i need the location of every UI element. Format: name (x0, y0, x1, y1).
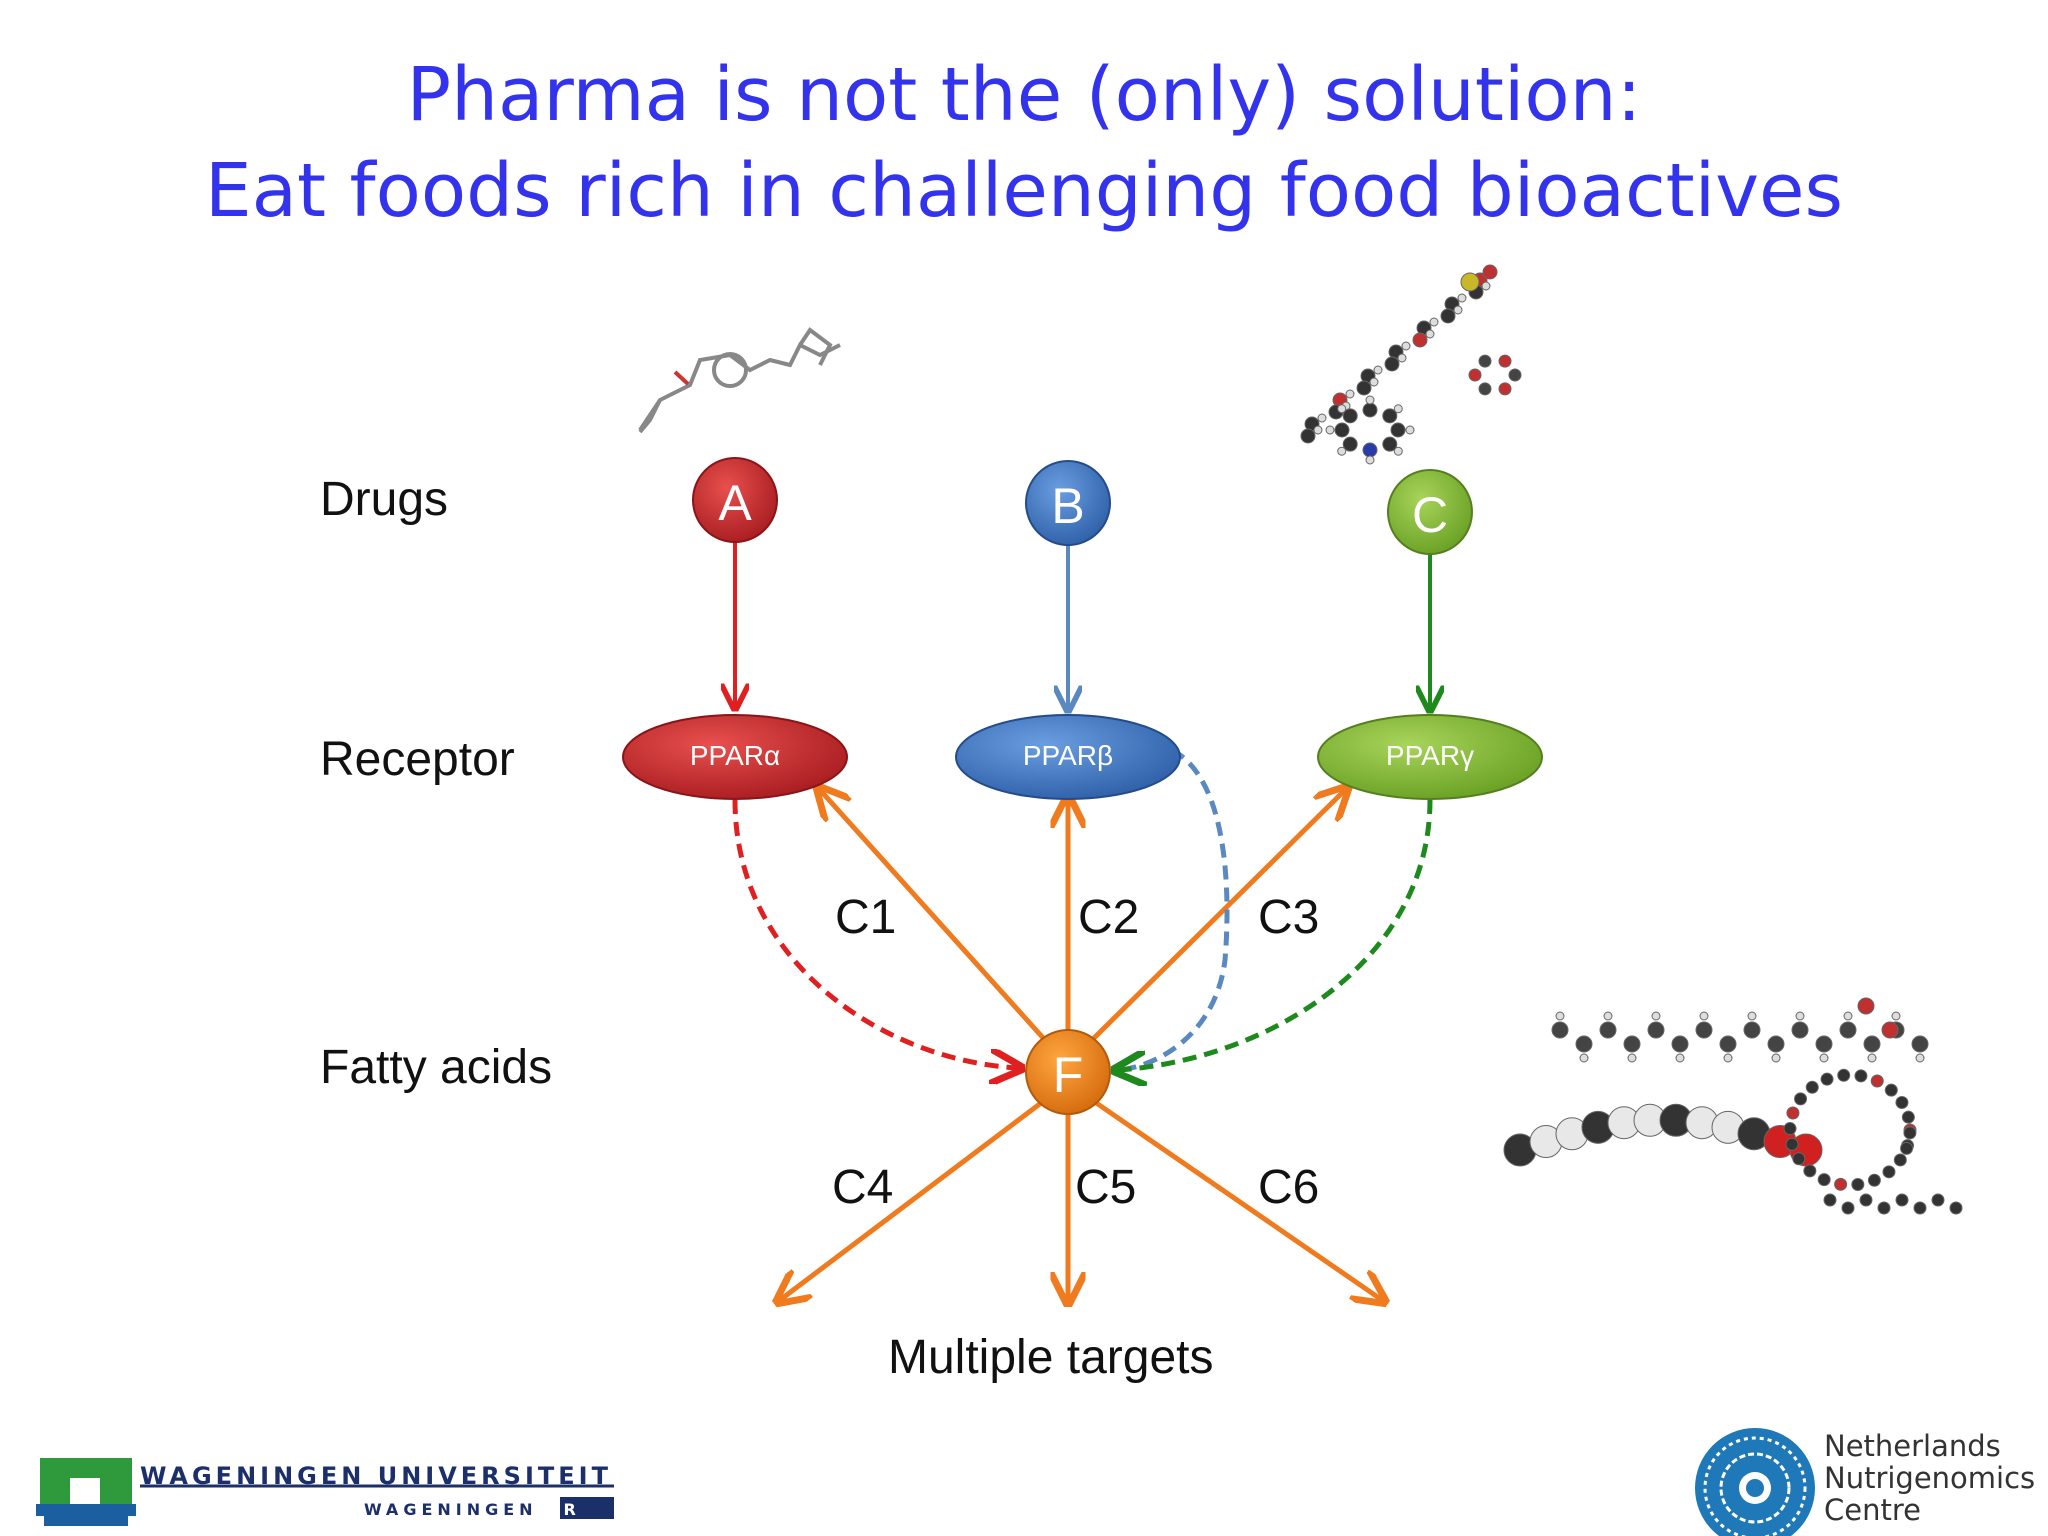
row-label-fatty-acids: Fatty acids (320, 1041, 553, 1094)
drug-c-node (1387, 469, 1473, 555)
receptor-ppar-gamma-label: PPARγ (1385, 740, 1475, 771)
drug-c-molecule-image (1300, 264, 1522, 465)
connection-label-c3: C3 (1258, 891, 1320, 944)
fatty-acid-node (1025, 1029, 1111, 1115)
fatty-acid-molecule-images (1503, 997, 1963, 1215)
connection-label-c5: C5 (1075, 1161, 1137, 1214)
row-label-drugs: Drugs (320, 473, 449, 526)
wageningen-logo-icon (36, 1458, 614, 1526)
receptor-ppar-alpha-node (622, 714, 848, 800)
connection-label-c2: C2 (1078, 891, 1140, 944)
drug-b-label: B (1051, 478, 1085, 534)
drug-a-molecule-image (638, 327, 841, 434)
connection-label-c1: C1 (835, 891, 897, 944)
receptor-ppar-beta-label: PPARβ (1022, 740, 1114, 771)
title-line-1: Pharma is not the (only) solution: (406, 52, 1642, 138)
wageningen-ur-box-text: UR (545, 1500, 581, 1519)
receptor-ppar-gamma-node (1317, 714, 1543, 800)
nnc-line-1: Netherlands (1824, 1429, 2001, 1463)
row-label-receptor: Receptor (320, 733, 515, 786)
wageningen-ur-text: WAGENINGEN UR (364, 1500, 581, 1519)
fatty-acid-label: F (1052, 1047, 1084, 1103)
connection-label-c4: C4 (832, 1161, 894, 1214)
wageningen-universiteit-text: WAGENINGEN UNIVERSITEIT (140, 1462, 612, 1490)
connection-label-c6: C6 (1258, 1161, 1320, 1214)
nnc-line-2: Nutrigenomics (1824, 1461, 2036, 1495)
wageningen-ur-prefix: WAGENINGEN (364, 1500, 538, 1519)
receptor-ppar-beta-node (955, 714, 1181, 800)
nnc-line-3: Centre (1824, 1493, 1921, 1527)
drug-a-node (692, 457, 778, 543)
drug-b-node (1025, 460, 1111, 546)
drug-a-label: A (718, 475, 752, 531)
title-line-2: Eat foods rich in challenging food bioac… (204, 148, 1844, 234)
receptor-ppar-alpha-label: PPARα (689, 740, 781, 771)
nnc-logo-text: Netherlands Nutrigenomics Centre (1824, 1430, 2035, 1526)
nnc-logo-icon (1695, 1428, 1815, 1536)
drug-c-label: C (1411, 487, 1449, 543)
multiple-targets-label: Multiple targets (888, 1331, 1214, 1384)
